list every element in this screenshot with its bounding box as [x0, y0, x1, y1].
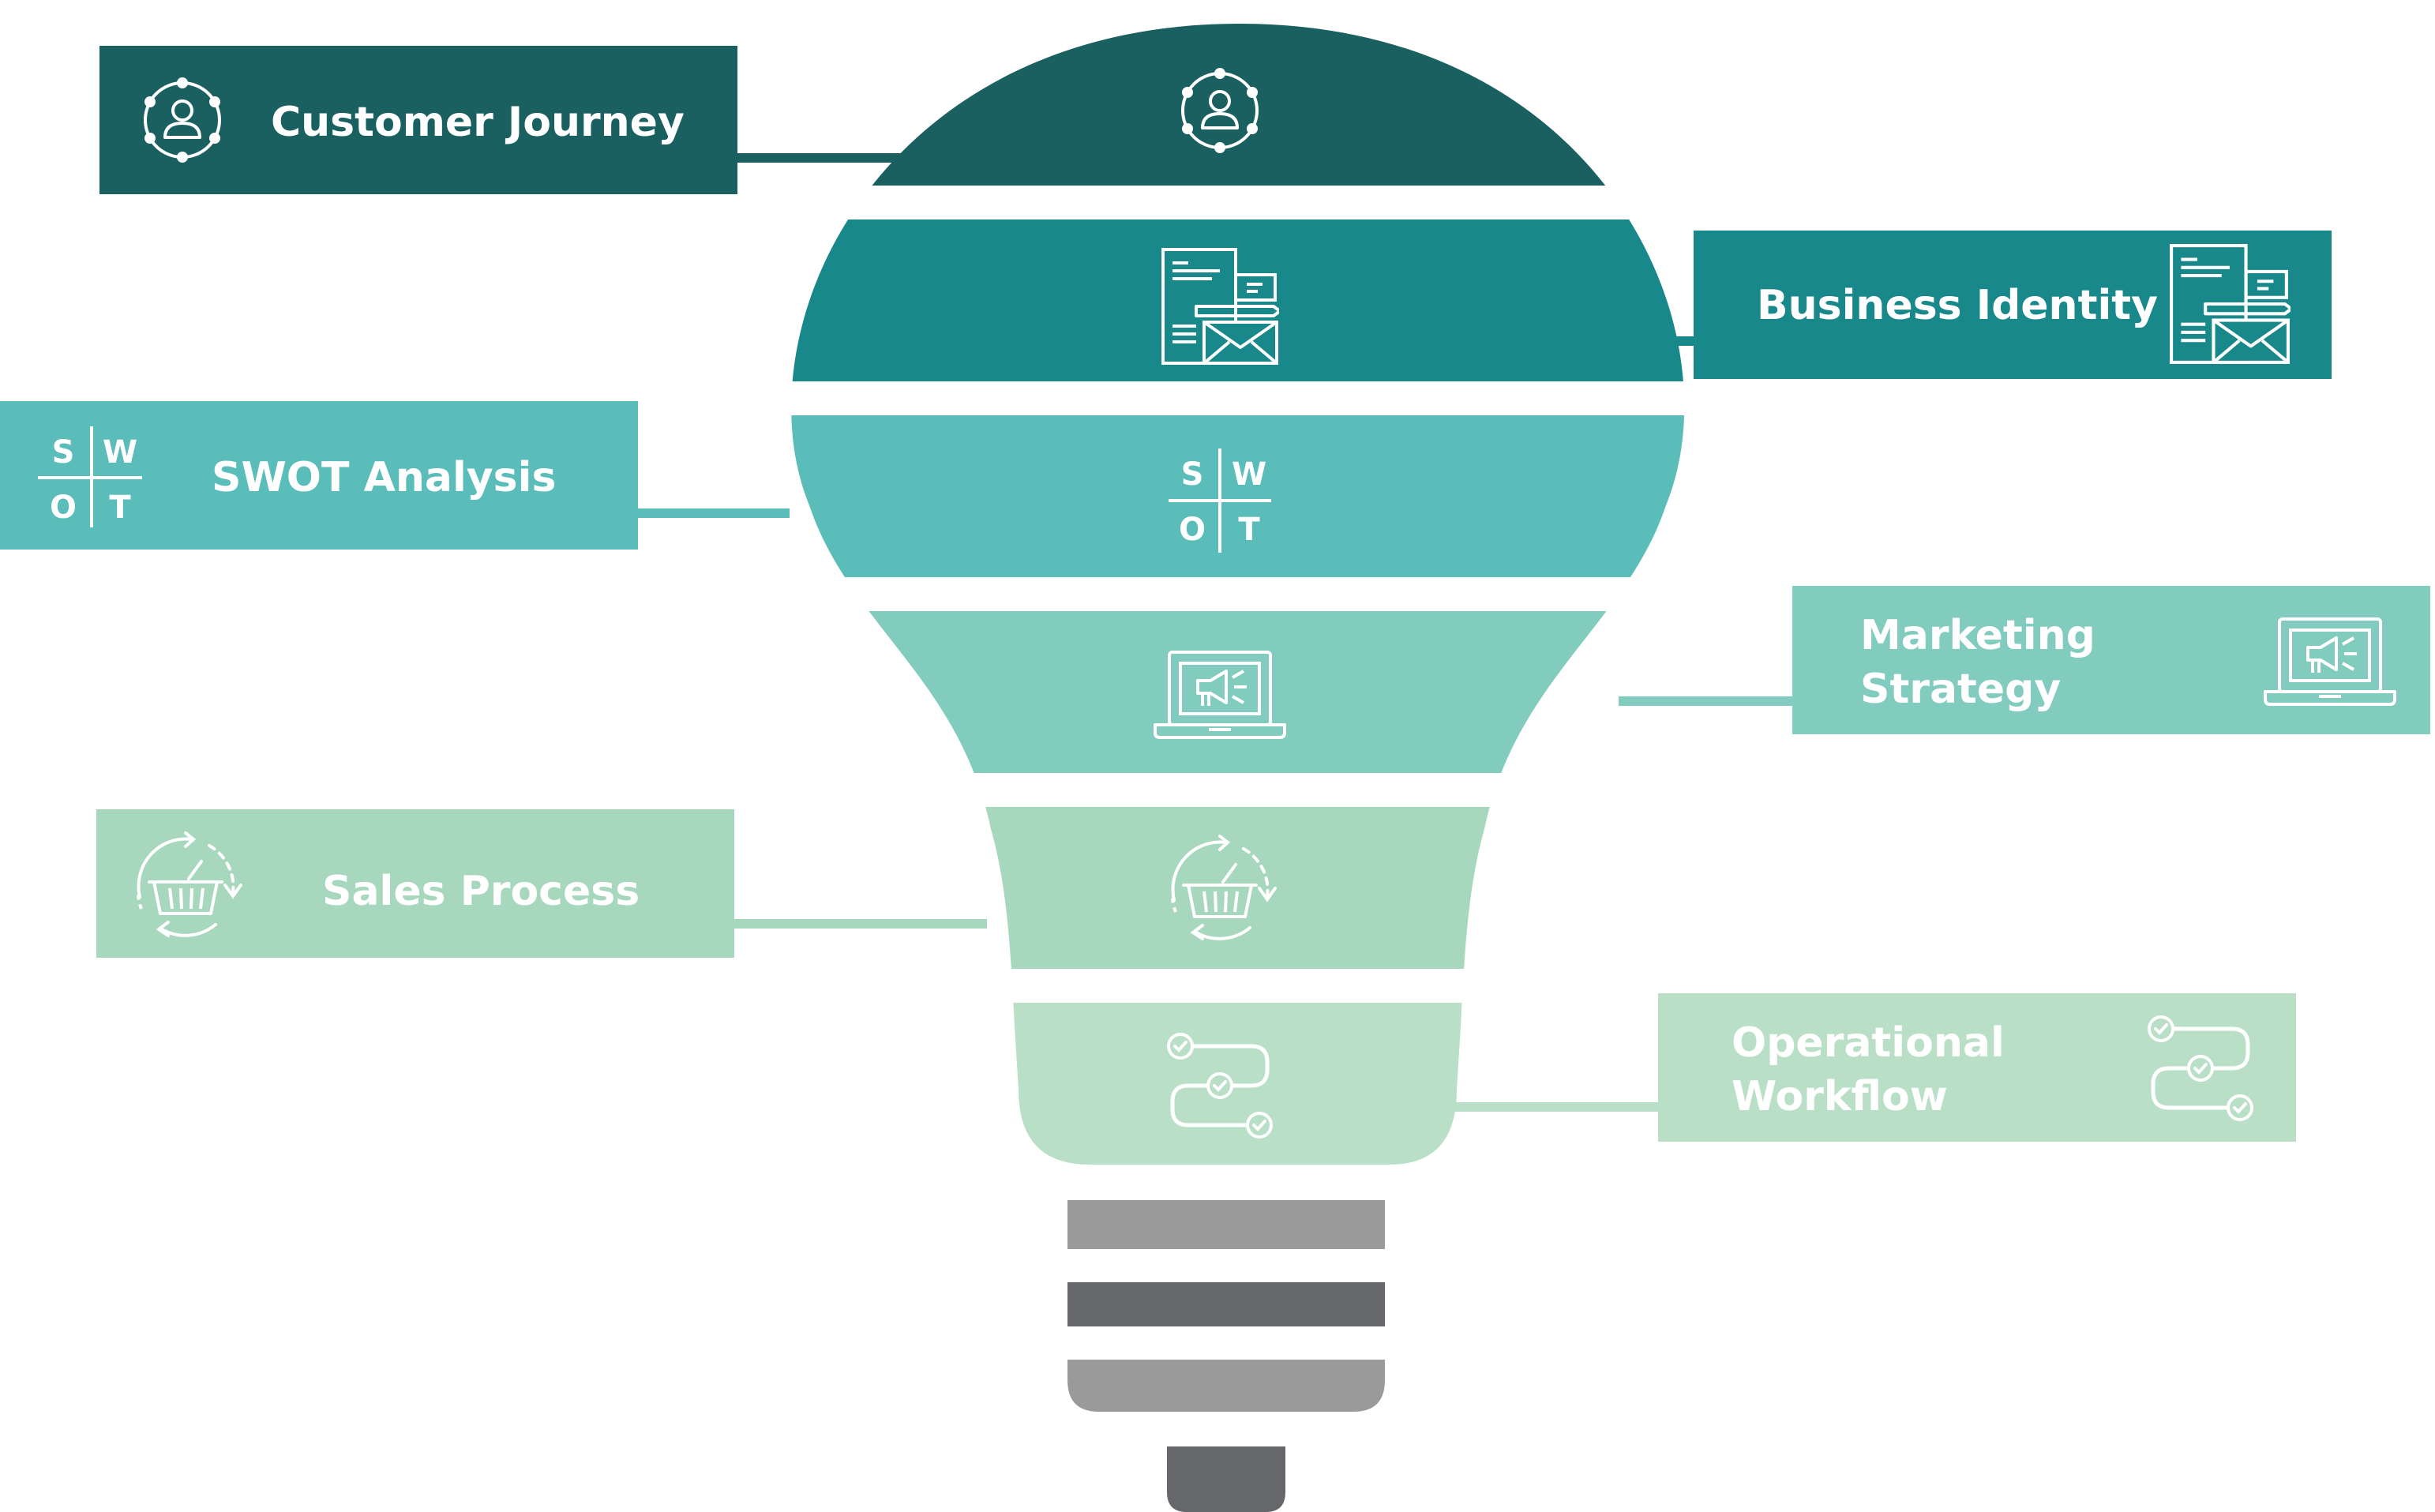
swot-t-letter: T	[109, 490, 131, 526]
band-marketing-strategy	[791, 611, 1685, 773]
label-box-sales-process: Sales Process	[96, 809, 734, 958]
label-customer-journey: Customer Journey	[271, 99, 685, 146]
bulb-body	[791, 24, 1685, 1165]
base-ring-3	[1067, 1360, 1385, 1412]
band-swot-analysis	[791, 415, 1685, 577]
base-tip	[1167, 1446, 1285, 1512]
base-ring-2	[1067, 1282, 1385, 1326]
band-operational-workflow	[791, 1003, 1685, 1165]
base-ring-1	[1067, 1200, 1385, 1249]
swot-w-letter: W	[103, 434, 137, 471]
label-operational-line2: Workflow	[1732, 1073, 1948, 1120]
label-business-identity: Business Identity	[1757, 282, 2158, 329]
swot-s-letter: S	[52, 434, 75, 471]
label-box-customer-journey: Customer Journey	[99, 46, 737, 194]
label-box-business-identity: Business Identity	[1694, 231, 2332, 379]
swot-w-letter: W	[1232, 456, 1266, 493]
label-marketing-line2: Strategy	[1860, 666, 2061, 713]
label-box-marketing-strategy: Marketing Strategy	[1792, 586, 2430, 734]
swot-s-letter: S	[1181, 456, 1204, 493]
swot-grid-icon: S W O T	[1169, 448, 1271, 553]
label-sales-process: Sales Process	[322, 868, 640, 915]
swot-t-letter: T	[1238, 512, 1260, 548]
connector-lines	[632, 153, 1796, 1112]
band-sales-process	[791, 807, 1685, 969]
label-swot-analysis: SWOT Analysis	[212, 454, 556, 501]
swot-o-letter: O	[1179, 512, 1206, 548]
bulb-base	[1067, 1200, 1385, 1512]
label-operational-line1: Operational	[1732, 1019, 2005, 1067]
label-box-operational-workflow: Operational Workflow	[1658, 993, 2296, 1142]
swot-o-letter: O	[50, 490, 77, 526]
label-box-swot-analysis: S W O T SWOT Analysis	[0, 401, 638, 550]
swot-grid-icon: S W O T	[38, 426, 142, 527]
label-marketing-line1: Marketing	[1860, 612, 2095, 659]
bulb-icons: S W O T	[1154, 66, 1286, 1137]
